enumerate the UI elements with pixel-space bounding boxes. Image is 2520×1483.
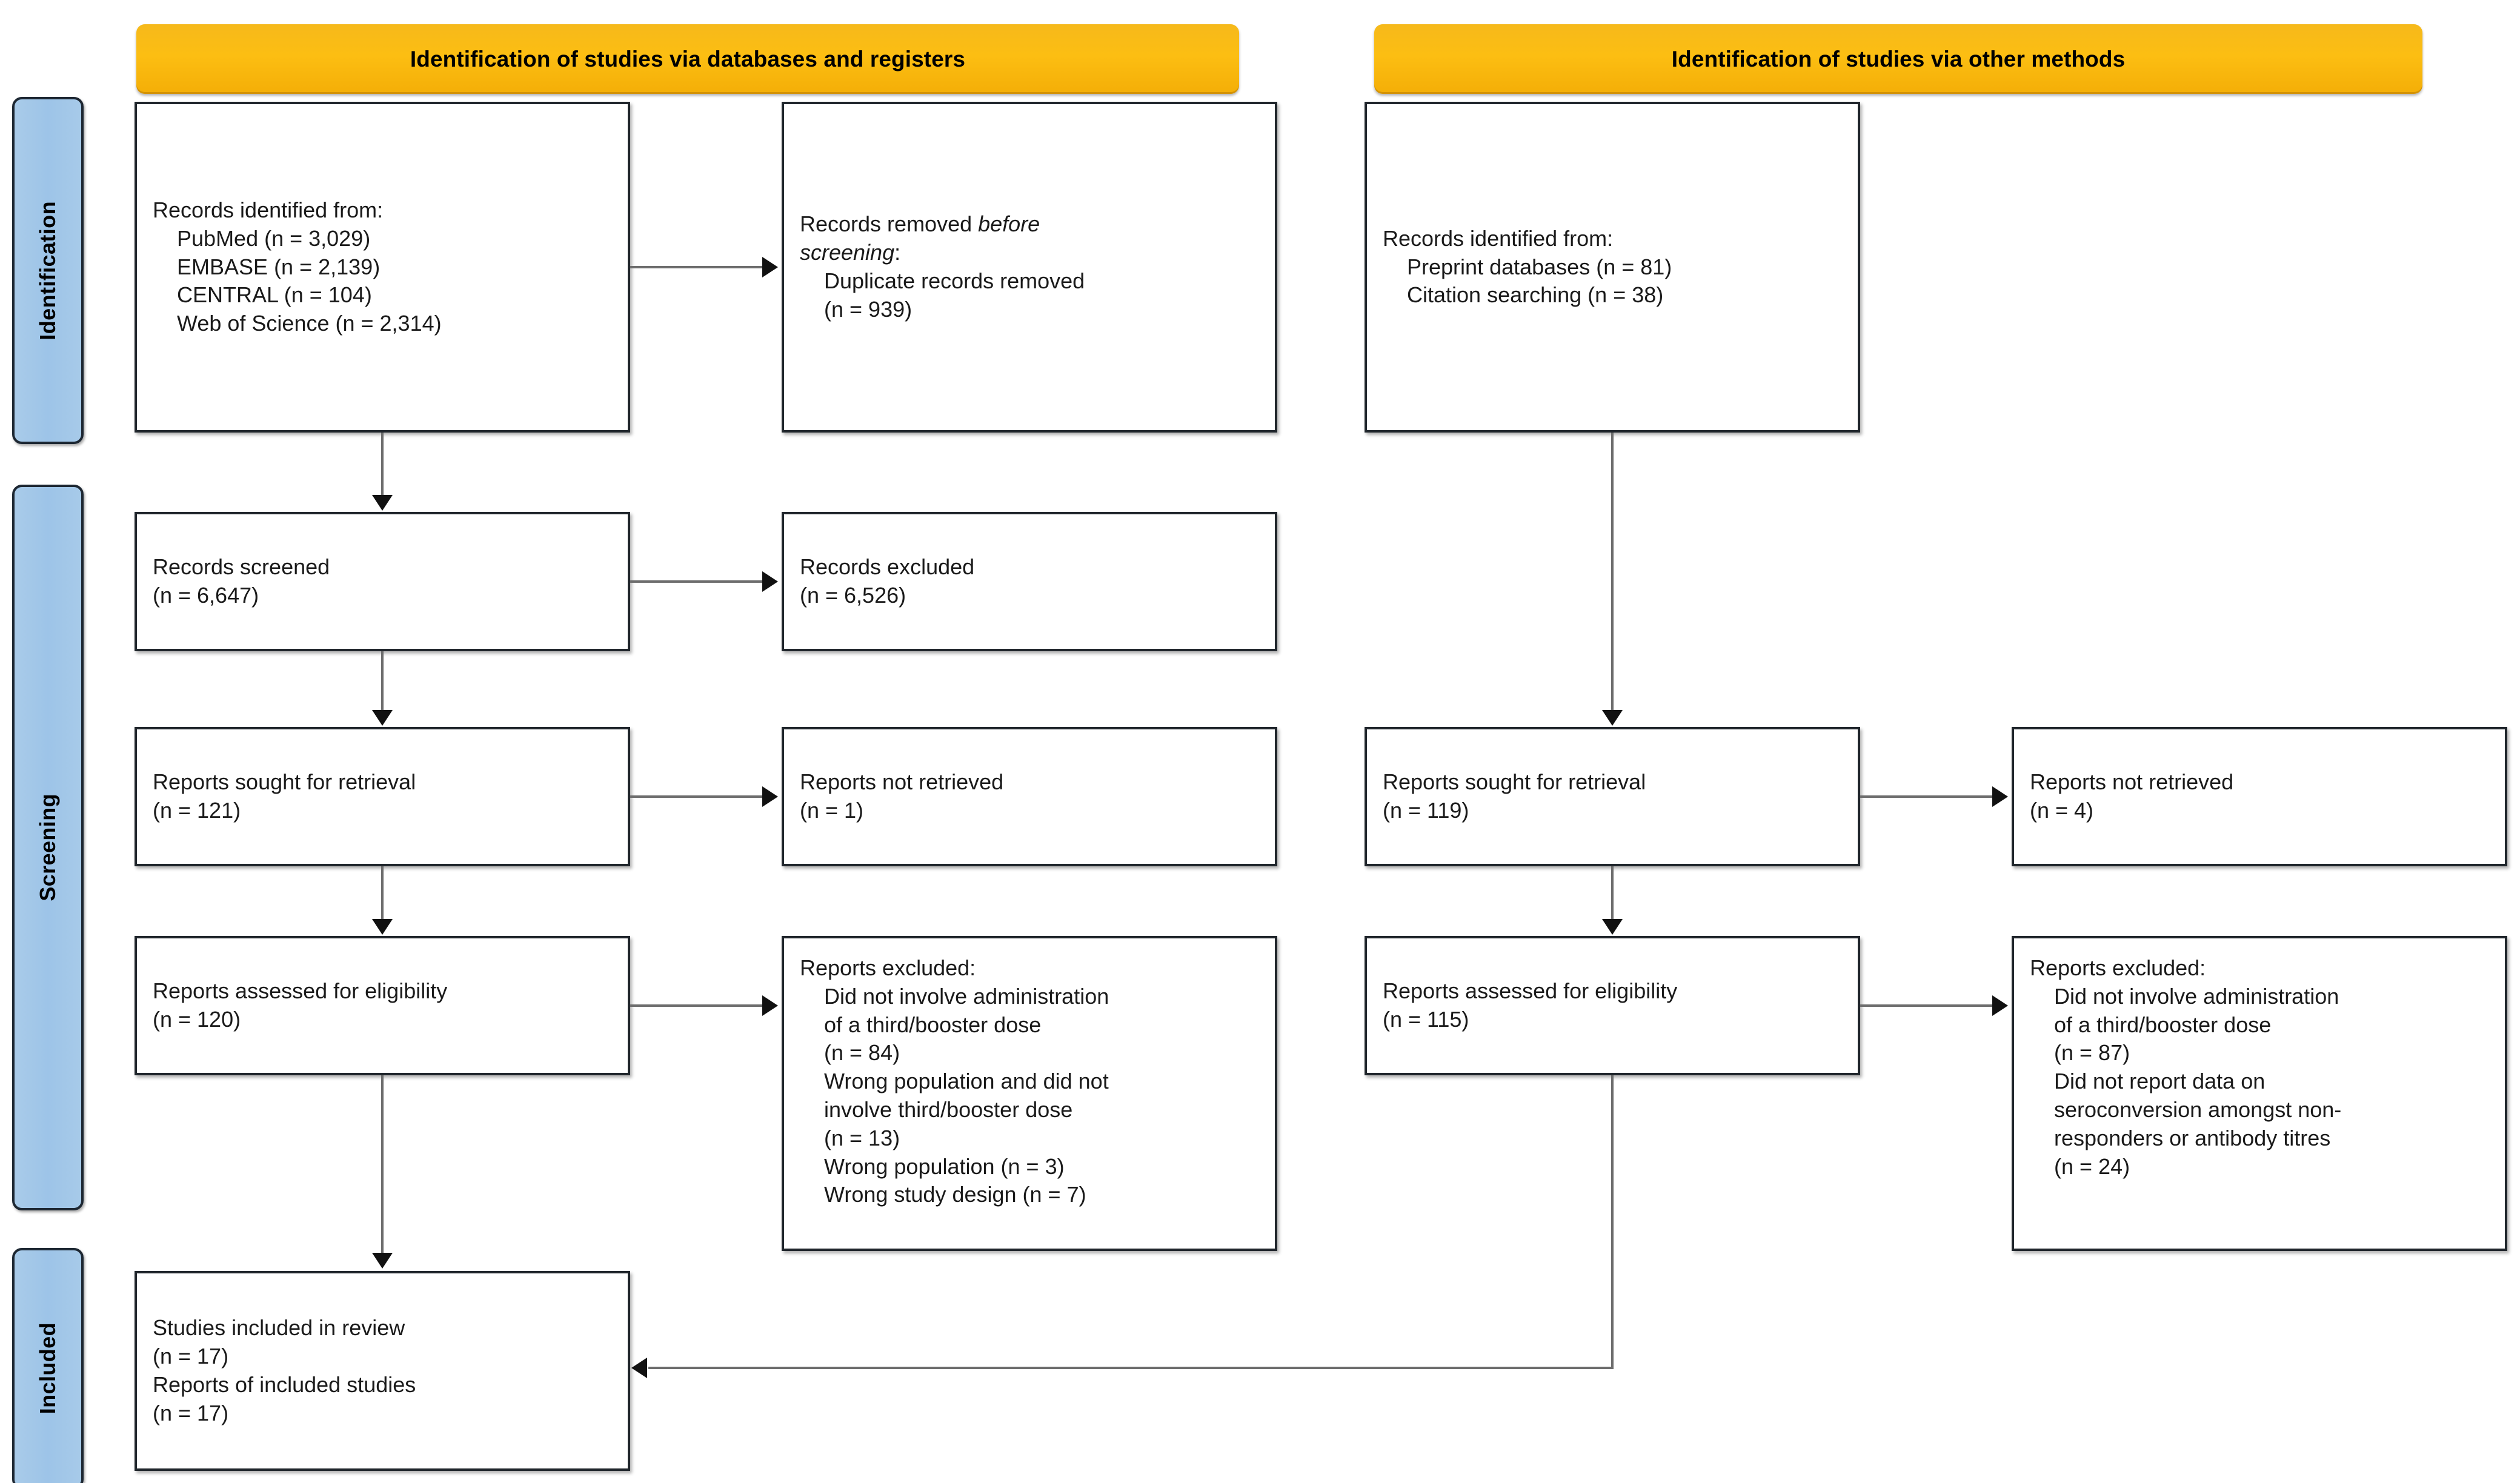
arrow-other-assessed-to-included [631, 1358, 647, 1378]
arrow-screened-to-sought [372, 710, 393, 726]
rail-identification-label: Identification [35, 201, 60, 340]
box-reports-sought-databases: Reports sought for retrieval (n = 121) [135, 727, 630, 866]
arrow-identified-to-removed [762, 257, 778, 277]
rail-included-label: Included [35, 1322, 60, 1415]
records-identified-other-text: Records identified from: Preprint databa… [1383, 225, 1672, 308]
records-removed-pre: Records removed [800, 211, 979, 237]
box-records-identified-databases: Records identified from: PubMed (n = 3,0… [135, 102, 630, 433]
reports-not-retrieved-other-text: Reports not retrieved (n = 4) [2030, 769, 2234, 823]
arrow-identified-to-screened [372, 495, 393, 511]
reports-excluded-other-text: Reports excluded: Did not involve admini… [2030, 955, 2342, 1179]
connector-assessed-to-excluded-db [630, 1004, 765, 1007]
reports-not-retrieved-databases-text: Reports not retrieved (n = 1) [800, 769, 1004, 823]
banner-databases-label: Identification of studies via databases … [410, 46, 966, 71]
connector-sought-to-not-retrieved-db [630, 795, 765, 798]
box-reports-excluded-other-methods: Reports excluded: Did not involve admini… [2012, 936, 2507, 1251]
rail-identification: Identification [12, 97, 84, 444]
records-excluded-text: Records excluded (n = 6,526) [800, 554, 975, 608]
arrow-sought-to-not-retrieved-other [1992, 786, 2008, 807]
records-removed-post: : Duplicate records removed (n = 939) [824, 240, 1085, 322]
rail-screening: Screening [12, 485, 84, 1210]
box-reports-assessed-other-methods: Reports assessed for eligibility (n = 11… [1365, 936, 1860, 1075]
reports-excluded-databases-text: Reports excluded: Did not involve admini… [800, 955, 1109, 1207]
reports-sought-other-text: Reports sought for retrieval (n = 119) [1383, 769, 1646, 823]
connector-identified-to-removed [630, 266, 765, 268]
arrow-assessed-to-excluded-other [1992, 995, 2008, 1016]
box-reports-assessed-databases: Reports assessed for eligibility (n = 12… [135, 936, 630, 1075]
arrow-sought-to-assessed-db [372, 919, 393, 935]
box-records-identified-other-methods: Records identified from: Preprint databa… [1365, 102, 1860, 433]
box-records-screened: Records screened (n = 6,647) [135, 512, 630, 651]
connector-other-assessed-left-to-included [648, 1367, 1614, 1369]
connector-sought-to-not-retrieved-other [1860, 795, 1995, 798]
arrow-screened-to-excluded [762, 571, 778, 592]
arrow-identified-other-to-sought-other [1602, 710, 1623, 726]
box-studies-included-in-review: Studies included in review (n = 17) Repo… [135, 1271, 630, 1471]
banner-other-methods: Identification of studies via other meth… [1374, 24, 2422, 94]
arrow-sought-to-assessed-other [1602, 919, 1623, 935]
records-identified-databases-text: Records identified from: PubMed (n = 3,0… [153, 197, 442, 336]
connector-sought-to-assessed-other [1611, 866, 1614, 920]
box-reports-excluded-databases: Reports excluded: Did not involve admini… [782, 936, 1277, 1251]
connector-sought-to-assessed-db [381, 866, 384, 920]
connector-screened-to-sought [381, 651, 384, 711]
records-screened-text: Records screened (n = 6,647) [153, 554, 330, 608]
rail-included: Included [12, 1248, 84, 1483]
rail-screening-label: Screening [35, 794, 60, 901]
records-removed-italic: before screening [800, 211, 1040, 265]
arrow-assessed-to-excluded-db [762, 995, 778, 1016]
connector-assessed-to-included [381, 1075, 384, 1254]
banner-databases-and-registers: Identification of studies via databases … [136, 24, 1239, 94]
connector-screened-to-excluded [630, 580, 765, 583]
box-reports-not-retrieved-other-methods: Reports not retrieved (n = 4) [2012, 727, 2507, 866]
box-records-removed-before-screening: Records removed before screening: Duplic… [782, 102, 1277, 433]
box-reports-sought-other-methods: Reports sought for retrieval (n = 119) [1365, 727, 1860, 866]
arrow-assessed-to-included [372, 1253, 393, 1269]
connector-identified-to-screened [381, 433, 384, 496]
reports-assessed-other-text: Reports assessed for eligibility (n = 11… [1383, 978, 1678, 1032]
reports-assessed-databases-text: Reports assessed for eligibility (n = 12… [153, 978, 448, 1032]
reports-sought-databases-text: Reports sought for retrieval (n = 121) [153, 769, 416, 823]
banner-other-methods-label: Identification of studies via other meth… [1671, 46, 2126, 71]
connector-assessed-to-excluded-other [1860, 1004, 1995, 1007]
connector-other-assessed-down [1611, 1075, 1614, 1369]
connector-identified-other-to-sought-other [1611, 433, 1614, 711]
studies-included-text: Studies included in review (n = 17) Repo… [153, 1315, 416, 1425]
box-records-excluded: Records excluded (n = 6,526) [782, 512, 1277, 651]
box-reports-not-retrieved-databases: Reports not retrieved (n = 1) [782, 727, 1277, 866]
arrow-sought-to-not-retrieved-db [762, 786, 778, 807]
records-removed-before-screening-text: Records removed before screening: Duplic… [800, 210, 1085, 323]
